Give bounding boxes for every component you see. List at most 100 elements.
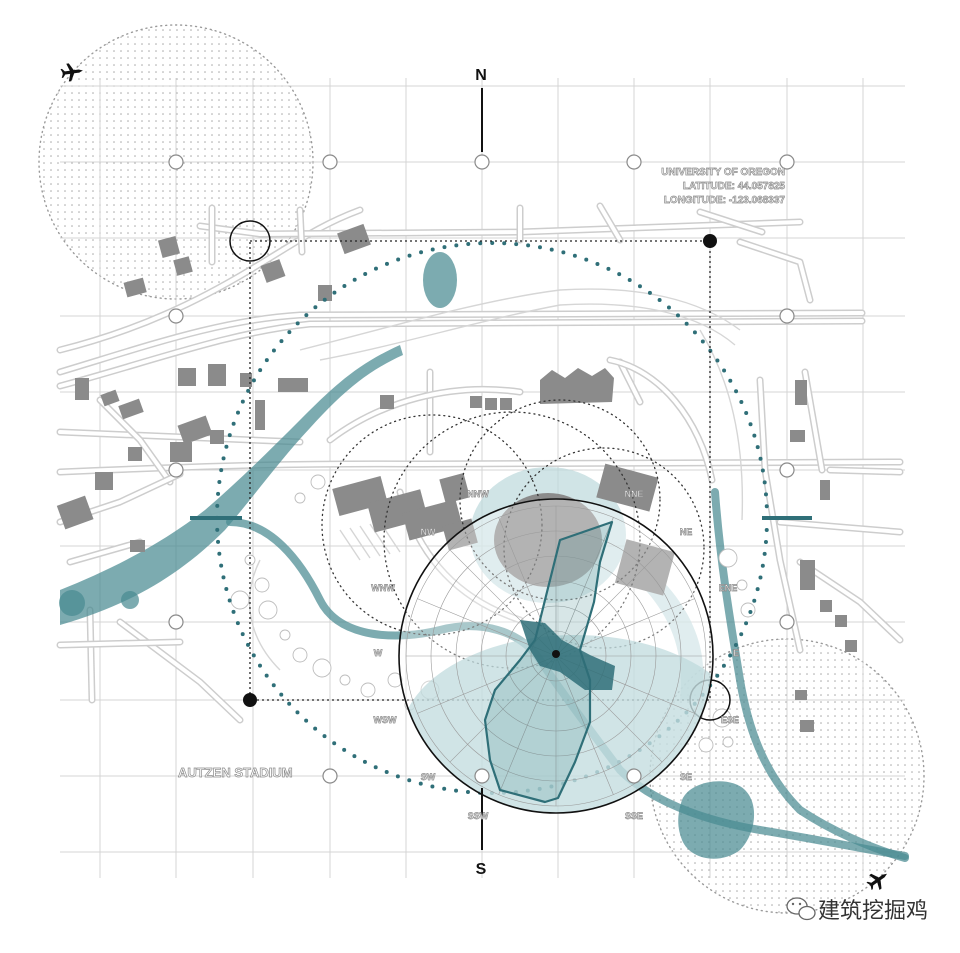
grid-marker [779,462,795,478]
analysis-circle [321,414,543,636]
tree [279,629,291,641]
road-centerline [798,560,902,642]
southeast-pond [678,781,755,859]
building [337,223,371,255]
building [75,378,89,400]
tree [387,672,403,688]
road-centerline [58,430,302,444]
building [800,720,814,732]
tree [258,600,278,620]
road-centerline [68,540,142,564]
wind-label-se: SE [680,772,692,782]
stadium-label: AUTZEN STADIUM [178,765,293,780]
grid-marker [779,308,795,324]
road-centerline [198,220,802,236]
location-name: UNIVERSITY OF OREGON [661,167,785,178]
grid-marker [626,154,642,170]
wind-rose-center [552,650,560,658]
road-centerline [608,358,714,482]
building [100,389,120,407]
building [835,615,847,627]
road-centerline [58,208,362,352]
grid-marker [474,768,490,784]
tree [244,554,256,566]
building [130,540,145,552]
road-centerline [58,311,864,374]
analysis-circle [459,399,661,601]
building [178,368,196,386]
road-centerline [58,640,182,647]
wind-label-sse: SSE [625,811,643,821]
wind-speed-shape [520,620,615,690]
local-road [756,376,804,654]
corner-ring [229,220,271,262]
tree [718,548,738,568]
wind-rose-spoke [555,598,695,657]
building [255,400,265,430]
latitude-label: LATITUDE: 44.057825 [683,181,786,192]
grid-markers [168,154,795,784]
tree [712,708,732,728]
wind-label-ne: NE [680,527,693,537]
south-label: S [476,861,487,878]
wind-direction-labels: NNW NNE NW NE WNW ENE W E WSW ESE SW SE … [371,489,739,822]
contour-line [248,559,281,671]
river-pool [59,590,85,616]
watermark-text: 建筑挖掘鸡 [818,899,928,924]
wind-label-nne: NNE [624,489,643,499]
site-boundary [249,240,711,701]
road-centerline [88,608,94,702]
airplane-icon [866,873,888,890]
wind-label-nnw: NNW [467,489,489,499]
contour-line [319,303,736,361]
grid-marker [779,614,795,630]
grid-marker [168,462,184,478]
grid-marker [168,308,184,324]
building [795,690,807,700]
building [800,560,815,590]
road-centerline [58,319,864,388]
boundary-corner-dot [243,693,257,707]
grid-marker [168,614,184,630]
building [260,259,286,283]
longitude-label: LONGITUDE: -123.068337 [664,195,786,206]
building [173,256,193,276]
tree [360,682,376,698]
river-main-left [60,345,403,625]
building [123,277,147,298]
building [157,235,181,259]
tree [294,492,306,504]
wind-label-wsw: WSW [374,715,397,725]
wind-label-w: W [374,648,383,658]
watermark: 建筑挖掘鸡 [786,897,928,924]
wind-label-nw: NW [421,527,436,537]
parking-stripe [339,521,401,561]
building [470,396,482,408]
road-centerline [758,378,802,652]
wechat-eye [791,902,795,906]
wind-label-ssw: SSW [468,811,489,821]
river-east [711,488,909,862]
wind-label-sw: SW [421,772,436,782]
wind-rose-outline [398,498,714,814]
tree [312,658,332,678]
contour-line [699,329,744,521]
building [790,430,805,442]
wind-rose-spoke [417,655,557,714]
tree [698,737,714,753]
building [795,380,807,405]
wind-label-ene: ENE [719,583,738,593]
wind-label-wnw: WNW [371,583,395,593]
stadium [494,493,602,587]
building [845,640,857,652]
building [208,364,226,386]
wind-label-ese: ESE [721,715,739,725]
wind-rose-spoke [449,655,557,763]
contours [248,288,744,671]
building [95,472,113,490]
building [596,463,659,512]
road-centerline [828,468,902,474]
wind-rose-spoke [555,549,663,657]
tree [254,577,270,593]
building [500,398,512,410]
